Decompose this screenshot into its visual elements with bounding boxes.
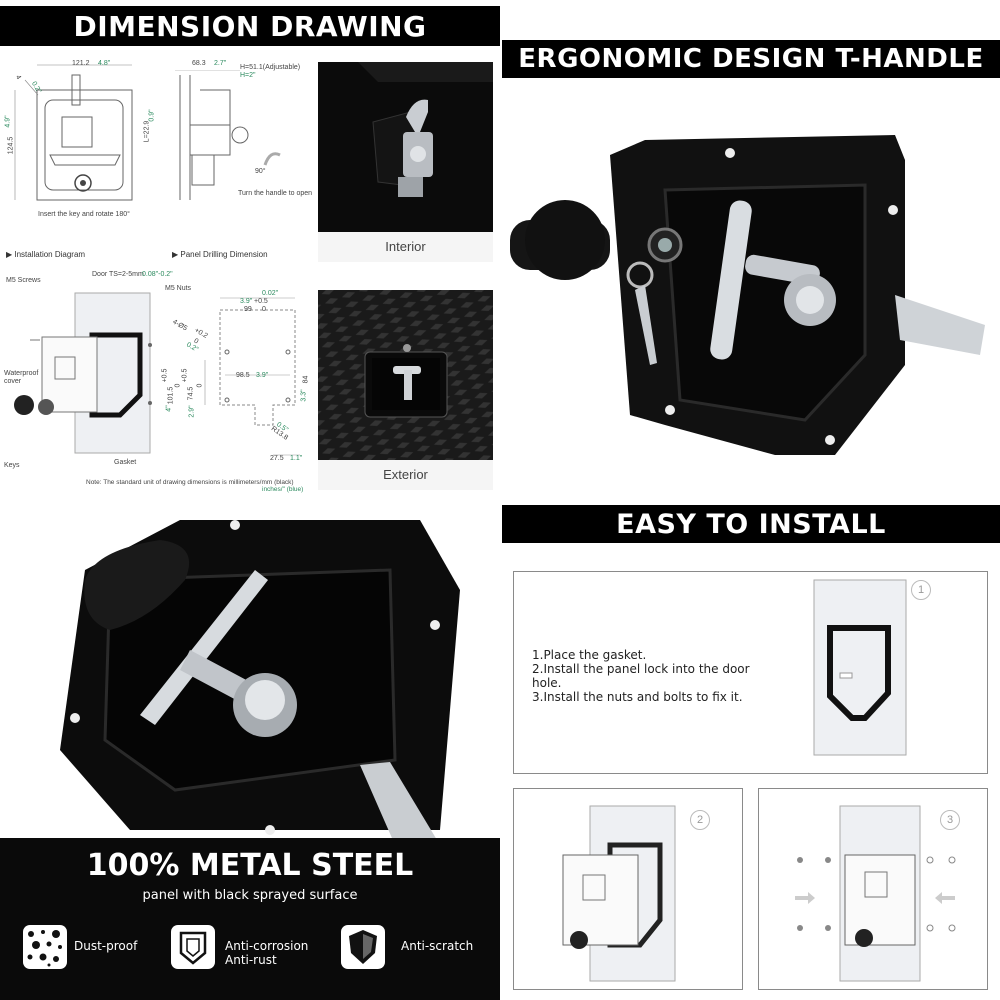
drill-t1015: 101.5 [167,386,175,405]
dim-124-in: 4.9" [4,115,12,128]
anti-scratch-icon-box [341,925,385,969]
dim-121-in: 4.8" [98,60,111,67]
drilling-dimension-text: Panel Drilling Dimension [180,250,268,259]
drill-t05c: +0.5 [181,368,189,383]
dim-68-in: 2.7" [214,60,227,67]
ergonomic-banner: ERGONOMIC DESIGN T-HANDLE [502,40,1000,78]
dim-l22: L=22.9 [143,120,151,143]
drill-t29: 2.9" [188,405,196,418]
dim-121: 121.2 [72,60,90,67]
installation-exploded-view [14,292,152,454]
easy-install-banner: EASY TO INSTALL [502,505,1000,543]
units-note-2: inches/" (blue) [262,486,304,493]
install-step-2-text: 2.Install the panel lock into the door h… [532,662,750,690]
drill-t39b: 3.9" [256,372,269,379]
drill-t0c: 0 [196,383,204,388]
drilling-diagram [204,297,300,456]
dim-68: 68.3 [192,60,206,67]
drill-t745: 74.5 [187,386,195,401]
drill-t39a: 3.9" [240,298,253,305]
dimension-front-view [14,64,133,201]
metal-steel-title: 100% METAL STEEL [86,848,414,883]
anti-corrosion-icon-box [171,925,215,969]
drill-t05a: +0.5 [254,298,268,305]
dim-124: 124.5 [7,136,15,155]
shield-outline-icon [179,931,207,965]
shield-filled-icon [349,930,377,964]
dim-90: 90° [255,168,266,175]
installation-diagram-text: Installation Diagram [14,250,86,259]
dim-l22-in: 0.9" [148,109,156,122]
install-step-1 [513,571,988,774]
part-door: Door TS=2-5mm [92,271,144,278]
dim-h51-in: H=2" [240,72,256,79]
dimension-side-view [175,70,281,200]
exterior-photo [318,290,493,460]
drill-t275: 27.5 [270,455,284,462]
feature-anti-corrosion: Anti-corrosion [225,939,309,953]
part-m5-nuts: M5 Nuts [165,285,192,292]
drill-t4: 4" [165,405,173,412]
metal-steel-panel [0,838,500,1000]
part-gasket: Gasket [114,459,137,466]
dots-icon [27,930,62,967]
drill-t84: 84 [302,375,310,384]
panel-insert-illustration [562,805,676,982]
drill-t33: 3.3" [300,389,308,402]
interior-photo [318,62,493,232]
drill-t985: 98.5 [236,372,250,379]
drill-t0a: 0 [262,306,266,313]
drill-t11: 1.1" [290,455,303,462]
feature-anti-scratch: Anti-scratch [401,939,474,953]
metal-steel-subtitle: panel with black sprayed surface [142,888,358,903]
part-keys: Keys [4,462,20,469]
drill-t0b: 0 [174,383,182,388]
step-number-1: 1 [911,580,931,600]
lock-perspective-photo [60,520,460,845]
t-handle-lock-photo [510,135,985,455]
dimension-drawing-banner: DIMENSION DRAWING [0,6,500,46]
gasket-door-illustration [813,579,907,756]
interior-caption: Interior [318,232,493,262]
part-m5-screws: M5 Screws [6,277,41,284]
dim-h51: H=51.1(Adjustable) [240,64,301,71]
install-step-1-text: 1.Place the gasket. [532,648,647,662]
drill-t05b: +0.5 [161,368,169,383]
exterior-caption: Exterior [318,460,493,490]
units-note: Note: The standard unit of drawing dimen… [86,479,294,486]
feature-dust-proof: Dust-proof [74,939,138,953]
install-step-3-text: 3.Install the nuts and bolts to fix it. [532,690,743,704]
dim-turn: Turn the handle to open [238,190,313,197]
drill-t99: 99 [244,306,252,313]
dust-proof-icon-box [23,925,67,969]
dim-insert: Insert the key and rotate 180° [38,211,130,218]
installation-diagram-label: ▶ Installation Diagram [6,250,86,259]
drilling-dimension-label: ▶ Panel Drilling Dimension [172,250,268,259]
step-number-2: 2 [690,810,710,830]
part-cover: Waterproof cover [4,370,39,385]
drill-t002: 0.02" [262,290,279,297]
bolts-fix-illustration [795,805,956,982]
part-door-in: 0.08"-0.2" [142,271,173,278]
step-number-3: 3 [940,810,960,830]
feature-anti-rust: Anti-rust [225,953,277,967]
